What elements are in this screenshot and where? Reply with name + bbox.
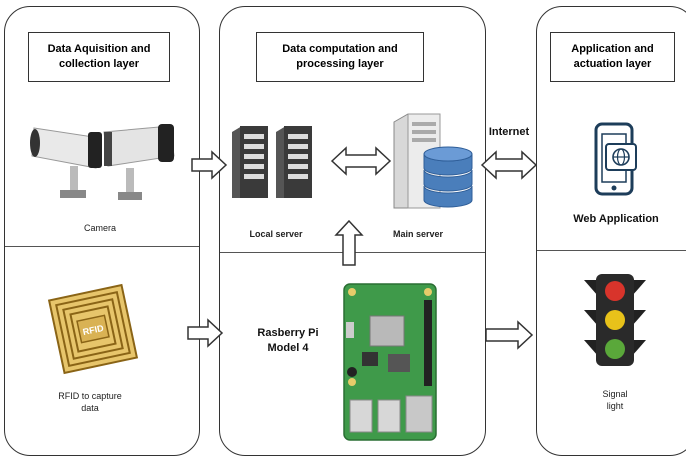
- main-server-label: Main server: [392, 229, 444, 239]
- raspberry-pi-board-icon: [343, 283, 437, 441]
- camera-label: Camera: [83, 223, 116, 233]
- acquisition-divider: [5, 246, 199, 247]
- rfid-chip-icon: RFID: [47, 283, 139, 375]
- traffic-signal-light-icon: [584, 274, 646, 366]
- local-server-icon: [232, 126, 312, 198]
- rfid-chip-text: RFID: [82, 323, 105, 337]
- application-layer-title: Application and actuation layer: [550, 32, 675, 82]
- main-server-database-icon: [393, 113, 473, 209]
- acquisition-layer-title: Data Aquisition and collection layer: [28, 32, 170, 82]
- internet-label: Internet: [488, 126, 530, 138]
- computation-layer-title: Data computation and processing layer: [256, 32, 424, 82]
- raspberry-pi-label: Rasberry Pi Model 4: [257, 327, 319, 354]
- security-camera-icon: [30, 124, 175, 200]
- application-divider: [537, 250, 686, 251]
- local-main-server-bidirectional-arrow: [330, 146, 392, 176]
- raspberry-pi-to-server-arrow: [334, 219, 364, 266]
- web-application-label: Web Application: [573, 213, 659, 225]
- signal-light-label: Signal light: [602, 389, 628, 411]
- rfid-label: RFID to capture data: [58, 391, 122, 413]
- web-application-phone-icon: [594, 122, 637, 196]
- internet-bidirectional-arrow: [480, 150, 538, 180]
- local-server-label: Local server: [249, 229, 303, 239]
- camera-to-computation-arrow: [191, 150, 228, 180]
- raspberry-pi-to-signal-arrow: [485, 320, 534, 350]
- rfid-to-computation-arrow: [187, 318, 224, 348]
